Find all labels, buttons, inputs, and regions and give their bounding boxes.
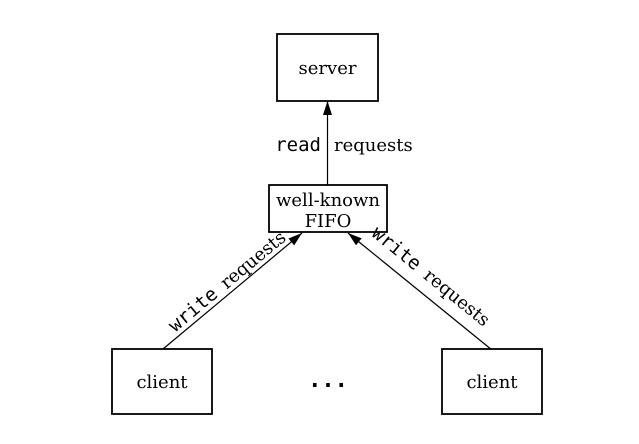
server-node-box [276, 33, 379, 102]
more-clients-ellipsis: ... [308, 368, 348, 393]
fifo-node-label-line2: FIFO [305, 211, 352, 232]
client-right-node-label: client [466, 372, 518, 393]
write-right-edge-label: write requests [367, 222, 494, 331]
read-edge-label-object: requests [334, 135, 413, 156]
read-edge-label-verb: read [275, 134, 321, 156]
client-left-node-label: client [136, 372, 188, 393]
client-right-node-box [441, 348, 543, 415]
fifo-node-label-line1: well-known [276, 190, 380, 211]
fifo-node-box [268, 184, 388, 233]
client-left-node-box [111, 348, 213, 415]
write-left-edge-label-object: requests [216, 227, 290, 294]
write-left-edge-label-verb: write [164, 283, 222, 337]
write-requests-right-edge [347, 232, 493, 351]
server-node-label: server [299, 58, 357, 79]
write-requests-left-edge [162, 232, 303, 350]
write-right-edge-label-verb: write [367, 222, 425, 275]
write-left-edge-label: write requests [164, 226, 290, 336]
